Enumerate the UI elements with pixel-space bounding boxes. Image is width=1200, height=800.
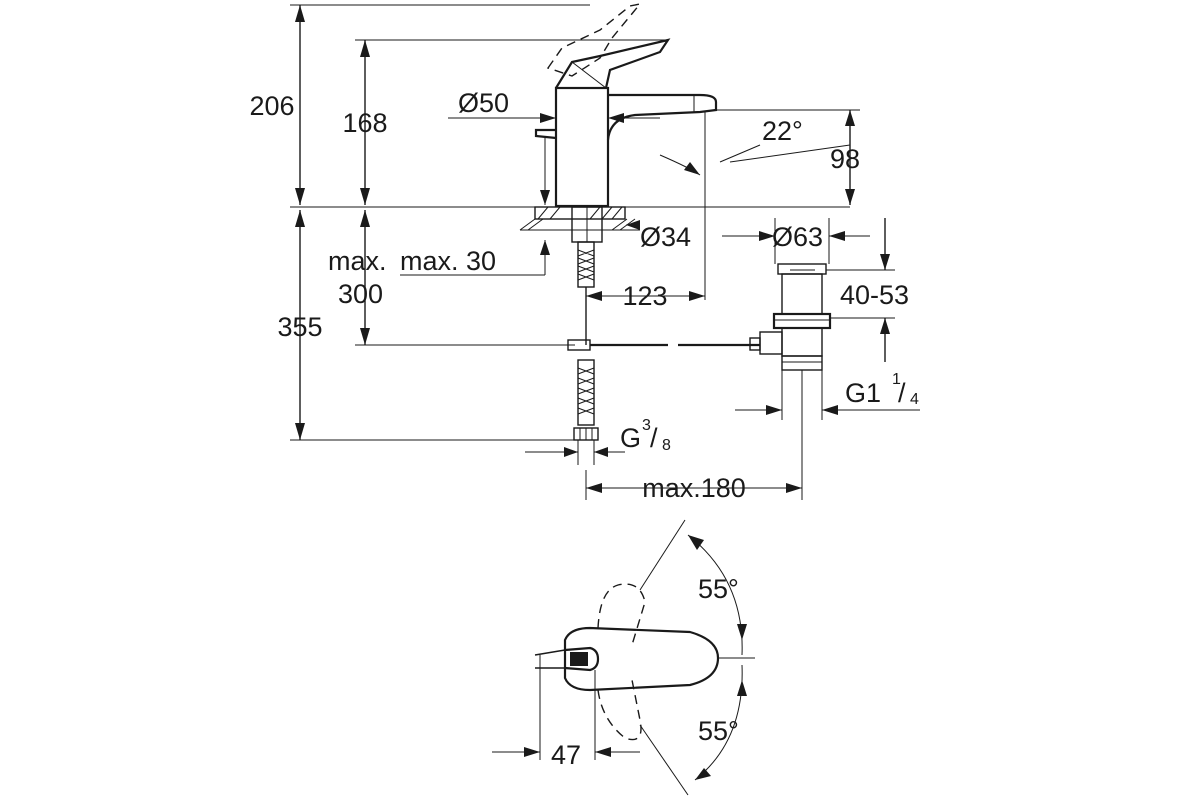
label-o63: Ø63 bbox=[772, 222, 823, 252]
label-123: 123 bbox=[622, 281, 667, 311]
label-g1: G1 bbox=[845, 378, 881, 408]
label-g-num: 3 bbox=[642, 417, 651, 434]
faucet-top-view bbox=[492, 519, 755, 796]
left-dimension-lines bbox=[290, 4, 850, 441]
label-g-den: 8 bbox=[662, 437, 671, 454]
label-g1-den: 4 bbox=[910, 391, 919, 408]
handle-badge bbox=[570, 652, 588, 666]
label-98: 98 bbox=[830, 144, 860, 174]
dim-22-angle bbox=[659, 144, 851, 176]
label-g1-slash: / bbox=[898, 378, 906, 408]
label-22-deg: 22° bbox=[762, 116, 803, 146]
label-o50: Ø50 bbox=[458, 88, 509, 118]
label-168: 168 bbox=[342, 108, 387, 138]
dim-o34 bbox=[626, 220, 640, 230]
label-g1-num: 1 bbox=[892, 371, 901, 388]
label-o34: Ø34 bbox=[640, 222, 691, 252]
label-355: 355 bbox=[277, 312, 322, 342]
dim-max-30 bbox=[400, 240, 550, 276]
label-300: 300 bbox=[338, 279, 383, 309]
label-g-slash: / bbox=[650, 423, 658, 453]
label-max-a: max. bbox=[328, 246, 387, 276]
waste-valve bbox=[585, 218, 920, 500]
dim-98 bbox=[716, 109, 860, 205]
label-47: 47 bbox=[551, 740, 581, 770]
label-max-180: max.180 bbox=[642, 473, 746, 503]
dim-123 bbox=[586, 112, 706, 301]
faucet-side-view bbox=[448, 2, 760, 465]
label-55-upper: 55° bbox=[698, 574, 739, 604]
label-g: G bbox=[620, 423, 641, 453]
label-max-30: max. 30 bbox=[400, 246, 496, 276]
label-40-53: 40-53 bbox=[840, 280, 909, 310]
label-55-lower: 55° bbox=[698, 716, 739, 746]
label-206: 206 bbox=[249, 91, 294, 121]
